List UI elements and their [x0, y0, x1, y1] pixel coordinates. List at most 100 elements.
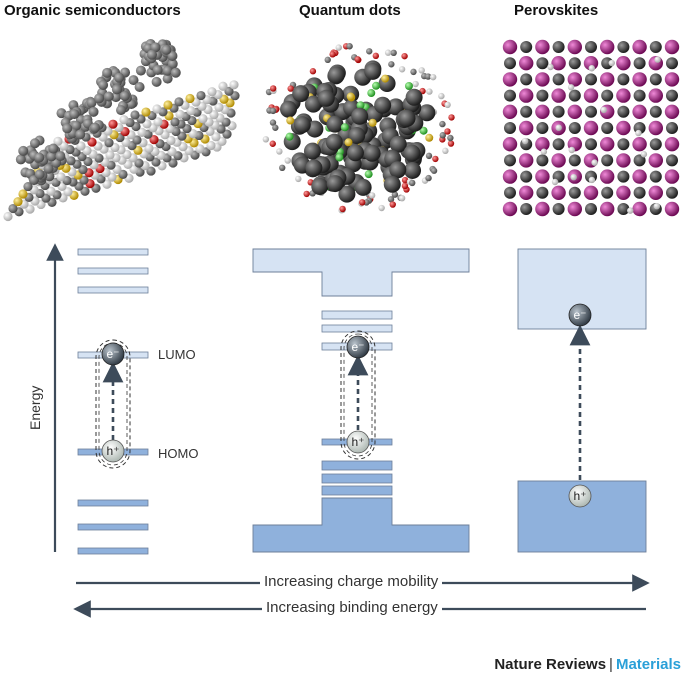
- lead-atom: [617, 203, 630, 215]
- organic-level: [77, 547, 149, 555]
- ligand-atom: [442, 147, 449, 155]
- core-atom: [381, 74, 390, 83]
- lead-atom: [552, 41, 565, 53]
- qd-level: [321, 310, 393, 320]
- ligand-atom: [339, 205, 346, 213]
- fullerene-atom: [102, 67, 113, 78]
- organic-atom: [207, 87, 217, 97]
- ligand-atom: [269, 140, 276, 147]
- organic-atom: [224, 86, 234, 96]
- lead-atom: [649, 170, 662, 183]
- halide-atom: [600, 39, 615, 55]
- fullerene-atom: [75, 129, 86, 140]
- fullerene-atom: [43, 163, 54, 174]
- organic-level: [77, 499, 149, 507]
- quantum-dot-energy-bands: [252, 248, 470, 553]
- lead-atom: [520, 73, 533, 86]
- halide-atom: [535, 201, 550, 217]
- lead-atom: [536, 57, 549, 70]
- organic-atom: [166, 135, 176, 146]
- fullerene-atom: [116, 105, 127, 116]
- organic-atom: [185, 93, 195, 104]
- halide-atom: [583, 88, 599, 103]
- organic-atom: [209, 110, 219, 120]
- organic-atom: [78, 165, 88, 175]
- hydrogen-atom: [547, 63, 554, 71]
- halide-atom: [600, 201, 615, 217]
- hydrogen-atom: [653, 202, 661, 210]
- lead-atom: [585, 138, 597, 151]
- hydrogen-atom: [588, 65, 595, 72]
- halide-atom: [519, 120, 534, 136]
- core-atom: [293, 116, 311, 134]
- core-atom: [311, 177, 329, 195]
- hydrogen-atom: [654, 56, 661, 63]
- organic-atom: [146, 166, 156, 176]
- ligand-atom: [346, 43, 353, 50]
- halide-atom: [632, 201, 647, 217]
- lead-atom: [649, 41, 662, 53]
- fullerene-atom: [103, 91, 114, 102]
- core-atom: [286, 116, 295, 125]
- lumo-label: LUMO: [158, 347, 196, 362]
- core-atom: [305, 159, 323, 177]
- hydrogen-atom: [521, 137, 529, 145]
- core-atom: [364, 170, 373, 179]
- lead-atom: [666, 154, 678, 167]
- core-atom: [419, 126, 428, 135]
- halide-atom: [551, 185, 566, 200]
- ligand-atom: [401, 182, 409, 190]
- organic-atom: [170, 117, 180, 127]
- lead-atom: [552, 73, 565, 86]
- halide-atom: [567, 104, 582, 120]
- core-atom: [398, 109, 416, 127]
- organic-atom: [53, 136, 63, 146]
- fullerene-atom: [152, 64, 163, 75]
- halide-atom: [600, 137, 615, 152]
- organic-atom: [174, 97, 184, 107]
- halide-atom: [664, 169, 680, 184]
- core-atom: [326, 115, 344, 133]
- core-atom: [389, 135, 407, 153]
- organic-atom: [144, 143, 154, 153]
- fullerene-atom: [111, 84, 122, 95]
- ligand-atom: [269, 85, 277, 92]
- halide-atom: [648, 88, 663, 103]
- lead-atom: [504, 186, 516, 199]
- halide-atom: [616, 88, 631, 103]
- halide-atom: [502, 104, 518, 120]
- lead-atom: [585, 203, 597, 215]
- organic-atom: [23, 181, 33, 192]
- organic-atom: [186, 106, 196, 116]
- branding-separator: |: [609, 656, 613, 673]
- lead-atom: [585, 73, 597, 86]
- lead-atom: [666, 89, 678, 102]
- halide-atom: [648, 185, 663, 200]
- organic-atom: [134, 158, 144, 168]
- organic-atom: [76, 141, 86, 151]
- organic-atom: [153, 117, 163, 127]
- fullerene-atom: [15, 154, 26, 165]
- core-atom: [292, 85, 310, 103]
- halide-atom: [632, 39, 647, 55]
- journal-section: Materials: [615, 656, 681, 673]
- qd-valence-band: [252, 497, 470, 553]
- halide-atom: [616, 120, 631, 136]
- fullerene-atom: [134, 82, 145, 93]
- title-perovskites: Perovskites: [514, 2, 599, 19]
- core-atom: [327, 66, 345, 84]
- organic-hole: [101, 439, 125, 463]
- lead-atom: [520, 170, 533, 183]
- lead-atom: [601, 89, 614, 102]
- organic-atom: [56, 172, 66, 182]
- core-atom: [344, 138, 353, 147]
- ligand-atom: [448, 114, 455, 121]
- lead-atom: [520, 203, 533, 215]
- ligand-atom: [430, 167, 438, 174]
- ligand-atom: [390, 49, 397, 57]
- ligand-atom: [438, 92, 445, 100]
- lead-atom: [504, 154, 516, 167]
- fullerene-atom: [147, 49, 158, 60]
- quantum-dot-structure-image: [262, 43, 455, 214]
- hydrogen-atom: [540, 148, 548, 155]
